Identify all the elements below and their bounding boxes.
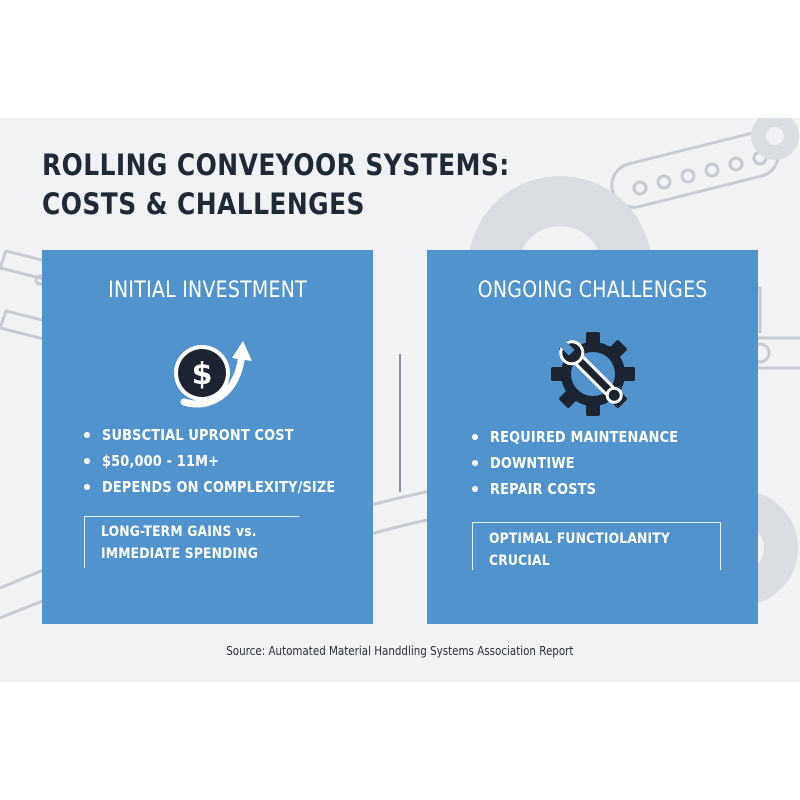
note-line-1: LONG-TERM GAINS vs. — [101, 524, 257, 540]
initial-investment-card: INITIAL INVESTMENT $ SUBSCTIAL UPRONT CO… — [42, 250, 373, 624]
list-item: REQUIRED MAINTENANCE — [472, 424, 709, 450]
optimal-functionality-note: OPTIMAL FUNCTIOLANITY CRUCIAL — [472, 522, 721, 570]
list-item: DEPENDS ON COMPLEXITY/SIZE — [84, 474, 373, 500]
list-item: DOWNTIWE — [472, 450, 709, 476]
initial-investment-bullets: SUBSCTIAL UPRONT COST $50,000 - 11M+ DEP… — [84, 422, 373, 500]
initial-investment-title-text: INITIAL INVESTMENT — [108, 278, 307, 303]
ongoing-challenges-title: ONGOING CHALLENGES — [427, 278, 758, 303]
infographic-panel: ROLLING CONVEYOOR SYSTEMS: COSTS & CHALL… — [0, 118, 800, 682]
title-line-2: COSTS & CHALLENGES — [42, 187, 365, 221]
ongoing-challenges-card: ONGOING CHALLENGES — [427, 250, 758, 624]
initial-investment-title: INITIAL INVESTMENT — [42, 278, 373, 303]
title-line-1: ROLLING CONVEYOOR SYSTEMS: — [42, 148, 510, 182]
ongoing-challenges-bullets: REQUIRED MAINTENANCE DOWNTIWE REPAIR COS… — [472, 424, 709, 502]
list-item: REPAIR COSTS — [472, 476, 709, 502]
gear-wrench-icon — [543, 324, 643, 424]
ongoing-challenges-title-text: ONGOING CHALLENGES — [477, 278, 708, 303]
page-title: ROLLING CONVEYOOR SYSTEMS: COSTS & CHALL… — [42, 146, 510, 224]
list-item: $50,000 - 11M+ — [84, 448, 373, 474]
center-divider — [399, 354, 401, 492]
long-term-gains-note: LONG-TERM GAINS vs. IMMEDIATE SPENDING — [84, 516, 299, 568]
note-line-2: IMMEDIATE SPENDING — [101, 546, 259, 562]
dollar-growth-icon: $ — [158, 324, 258, 424]
list-item: SUBSCTIAL UPRONT COST — [84, 422, 373, 448]
svg-text:$: $ — [191, 357, 212, 392]
source-caption: Source: Automated Material Handdling Sys… — [226, 644, 574, 658]
